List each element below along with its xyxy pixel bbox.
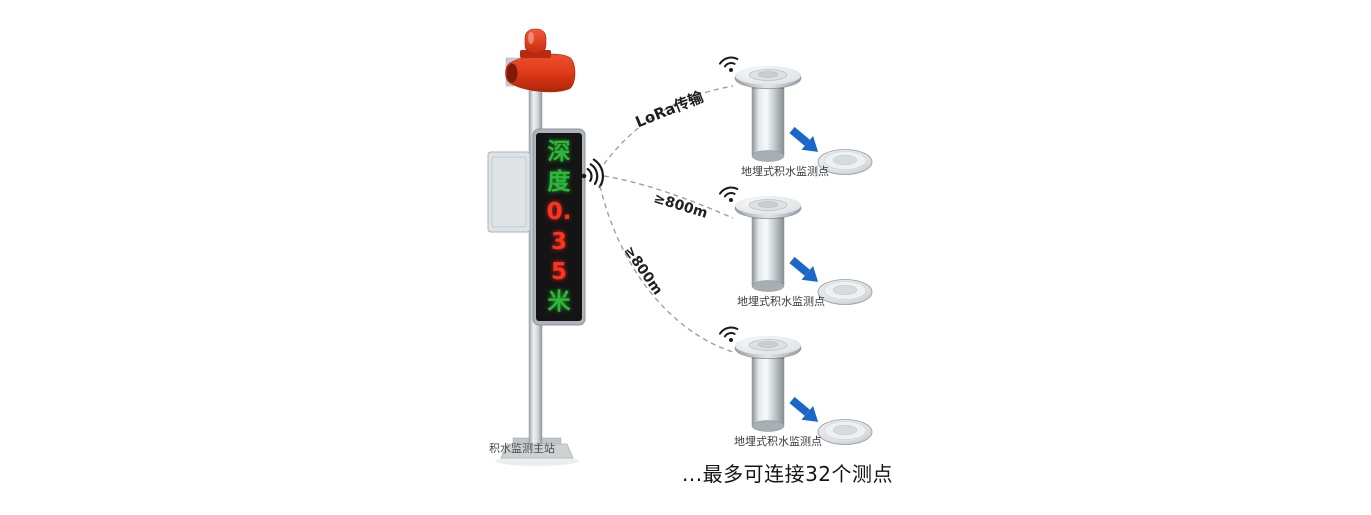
link-curve-3 — [599, 185, 734, 353]
sensor-flange — [734, 66, 802, 89]
sensor-unit-1 — [718, 56, 873, 175]
ground-disc — [817, 419, 873, 445]
alarm-siren-icon — [505, 28, 576, 93]
sensor-label-2: 地埋式积水监测点 — [737, 295, 825, 308]
link-curve-2 — [603, 175, 734, 219]
ground-shadow — [495, 456, 579, 466]
sensor-label-1: 地埋式积水监测点 — [741, 165, 829, 178]
siren-horn-opening — [506, 63, 518, 83]
led-display — [532, 128, 586, 326]
sensor-cylinder — [751, 81, 785, 162]
caption: ...最多可连接32个测点 — [682, 462, 894, 486]
led-display-text: 深 度 0. 3 5 米 — [536, 137, 582, 317]
arrow-icon — [789, 256, 819, 282]
control-box — [487, 151, 531, 233]
led-line: 3 — [550, 229, 567, 255]
siren-beacon — [524, 28, 547, 55]
siren-horn — [505, 53, 576, 93]
led-line: 米 — [547, 289, 571, 315]
sensor-label-3: 地埋式积水监测点 — [734, 435, 822, 448]
arrow-icon — [789, 396, 819, 422]
siren-beacon-highlight — [528, 32, 534, 44]
led-line: 5 — [550, 259, 567, 285]
sensor-flange — [734, 196, 802, 219]
sensor-wifi-icon — [718, 56, 739, 72]
sensor-unit-2 — [718, 186, 873, 305]
led-line: 0. — [546, 199, 572, 225]
sensor-wifi-icon — [718, 186, 739, 202]
arrow-icon — [789, 126, 819, 152]
master-station-label: 积水监测主站 — [489, 442, 555, 455]
led-line: 度 — [547, 169, 571, 195]
master-station — [487, 28, 605, 466]
master-wifi-icon — [581, 158, 605, 189]
sensor-cylinder — [751, 211, 785, 292]
link-curve-1 — [603, 85, 734, 165]
sensor-unit-3 — [718, 326, 873, 445]
led-line: 深 — [547, 139, 571, 165]
ground-disc — [817, 279, 873, 305]
sensor-flange — [734, 336, 802, 359]
display-screen — [536, 133, 582, 321]
ground-disc — [817, 149, 873, 175]
sensor-wifi-icon — [718, 326, 739, 342]
sensor-cylinder — [751, 351, 785, 432]
lora-links — [599, 85, 734, 353]
